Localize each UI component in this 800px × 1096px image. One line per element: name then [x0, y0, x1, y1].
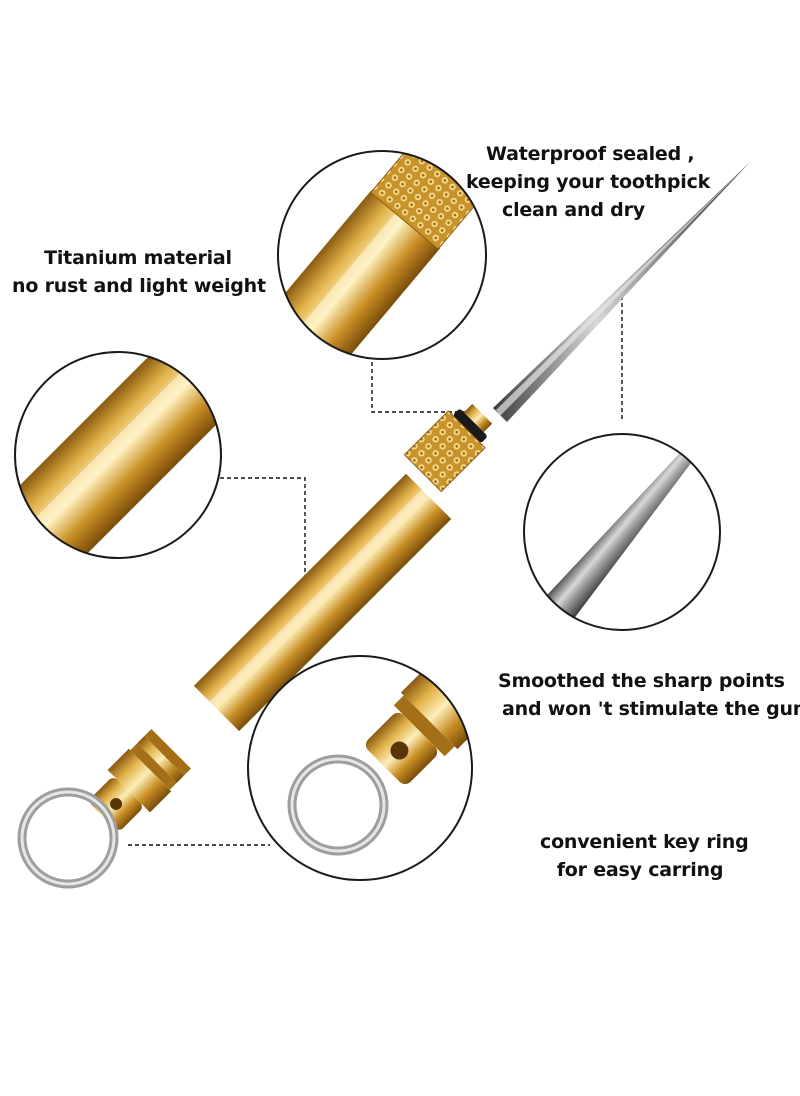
o-ring: [453, 409, 487, 443]
knurled-collar: [403, 410, 486, 493]
gold-body: [193, 473, 452, 732]
caption-titanium-line-1: Titanium material: [44, 247, 232, 269]
caption-smoothed-line-2: and won 't stimulate the gum: [502, 698, 800, 720]
caption-smoothed: Smoothed the sharp points and won 't sti…: [498, 667, 800, 723]
caption-keyring: convenient key ring for easy carring: [540, 828, 749, 884]
zoom-circle-tip: [523, 433, 721, 631]
caption-waterproof-line-2: keeping your toothpick: [466, 171, 711, 193]
toothpick-main: [17, 162, 750, 889]
zoom-circle-body: [14, 351, 222, 559]
caption-titanium-line-2: no rust and light weight: [12, 275, 266, 297]
caption-waterproof: Waterproof sealed , keeping your toothpi…: [466, 140, 710, 224]
zoom-circle-keyring: [247, 655, 473, 881]
caption-titanium: Titanium material no rust and light weig…: [12, 244, 266, 300]
zoom-circle-thread: [277, 150, 487, 360]
caption-waterproof-line-1: Waterproof sealed ,: [486, 143, 695, 165]
caption-keyring-line-1: convenient key ring: [540, 831, 749, 853]
leader-waterproof: [371, 362, 470, 413]
leader-titanium: [220, 477, 306, 580]
leader-lines: [128, 296, 623, 846]
thread-tip: [463, 403, 493, 433]
caption-keyring-line-2: for easy carring: [556, 859, 724, 881]
caption-waterproof-line-3: clean and dry: [502, 199, 645, 221]
caption-smoothed-line-1: Smoothed the sharp points: [498, 670, 785, 692]
